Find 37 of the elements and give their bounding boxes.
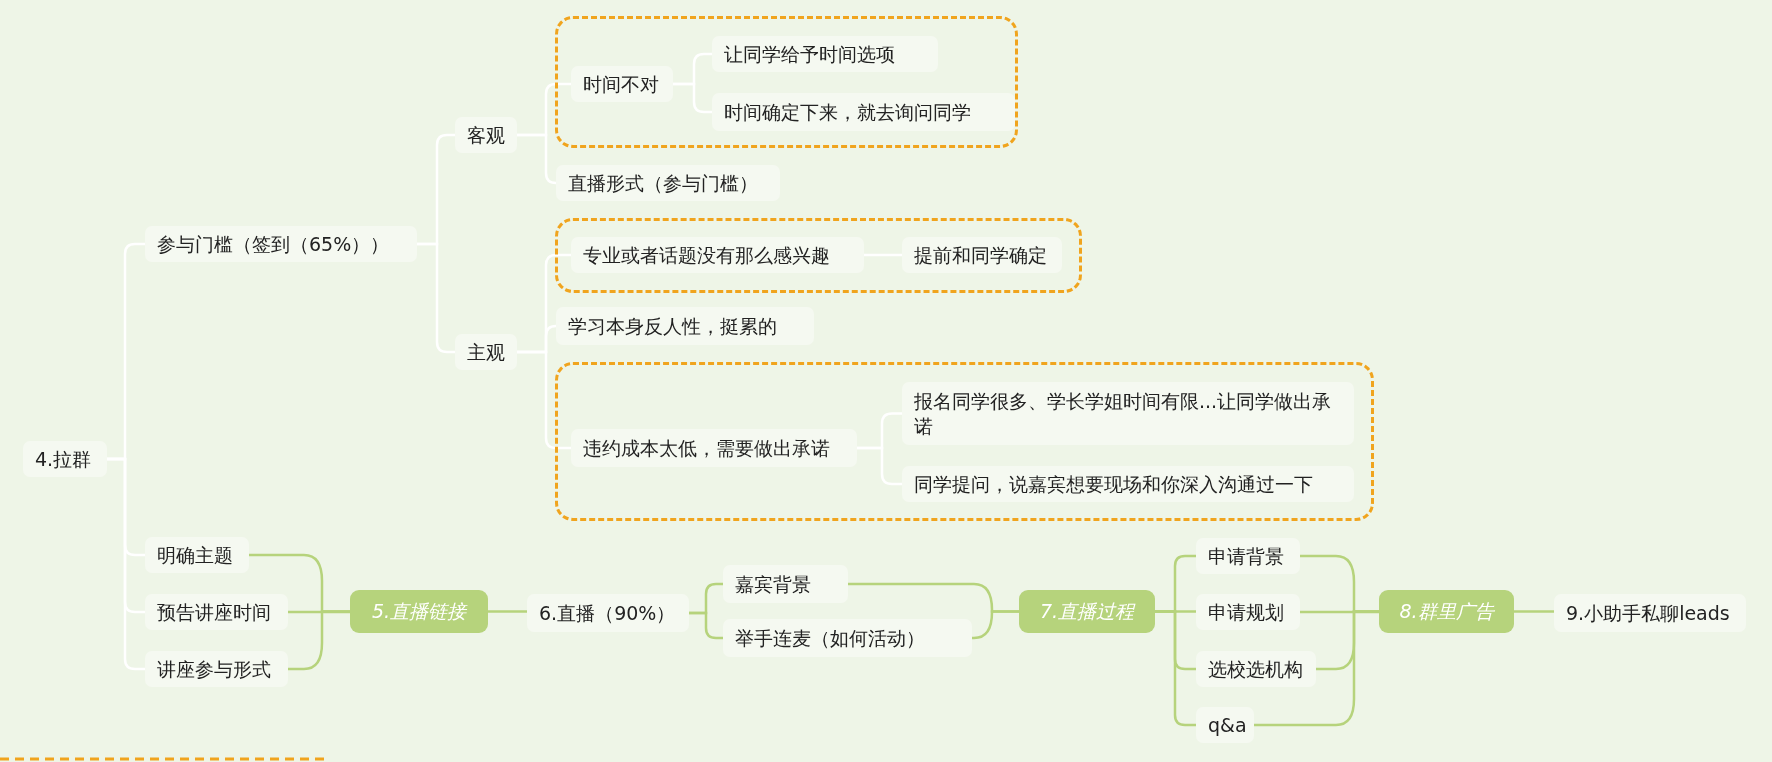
topic-box: 学习本身反人性，挺累的: [556, 307, 814, 345]
topic-box: 提前和同学确定: [902, 237, 1062, 273]
topic-box: 选校选机构: [1196, 651, 1316, 687]
topic-box: 同学提问，说嘉宾想要现场和你深入沟通过一下: [902, 466, 1354, 502]
connector: [488, 610, 527, 613]
brace-connector: [1254, 610, 1379, 727]
brace-connector: [288, 610, 350, 671]
topic-box: 6.直播（90%）: [527, 594, 689, 632]
dashed-boundary: [555, 16, 1018, 148]
topic-box: 让同学给予时间选项: [712, 36, 938, 72]
topic-box: 直播形式（参与门槛）: [556, 165, 780, 201]
topic-box: 参与门槛（签到（65%））: [145, 226, 417, 262]
dashed-boundary: [555, 218, 1082, 293]
topic-box: 客观: [455, 117, 517, 153]
topic-box: 预告讲座时间: [145, 594, 288, 630]
topic-box: 主观: [455, 334, 517, 370]
connector: [689, 611, 723, 640]
topic-box: 讲座参与形式: [145, 651, 288, 687]
topic-box: 报名同学很多、学长学姐时间有限...让同学做出承诺: [902, 382, 1354, 445]
topic-box: 时间不对: [571, 66, 673, 102]
topic-box: q&a: [1196, 707, 1254, 743]
topic-box: 9.小助手私聊leads: [1554, 594, 1746, 632]
topic-box: 嘉宾背景: [723, 565, 848, 603]
topic-box: 4.拉群: [23, 441, 107, 477]
connector: [1514, 610, 1554, 613]
summary-topic: 7.直播过程: [1019, 590, 1155, 633]
brace-connector: [971, 610, 1019, 640]
topic-box: 专业或者话题没有那么感兴趣: [571, 237, 864, 273]
dashed-boundary: [555, 362, 1374, 521]
topic-box: 违约成本太低，需要做出承诺: [571, 429, 857, 467]
topic-box: 申请规划: [1196, 594, 1300, 630]
topic-box: 明确主题: [145, 537, 249, 573]
topic-box: 时间确定下来，就去询问同学: [712, 93, 1015, 131]
summary-topic: 8.群里广告: [1379, 590, 1514, 633]
topic-box: 申请背景: [1196, 538, 1300, 574]
topic-box: 举手连麦（如何活动）: [723, 619, 972, 657]
summary-topic: 5.直播链接: [350, 590, 488, 633]
